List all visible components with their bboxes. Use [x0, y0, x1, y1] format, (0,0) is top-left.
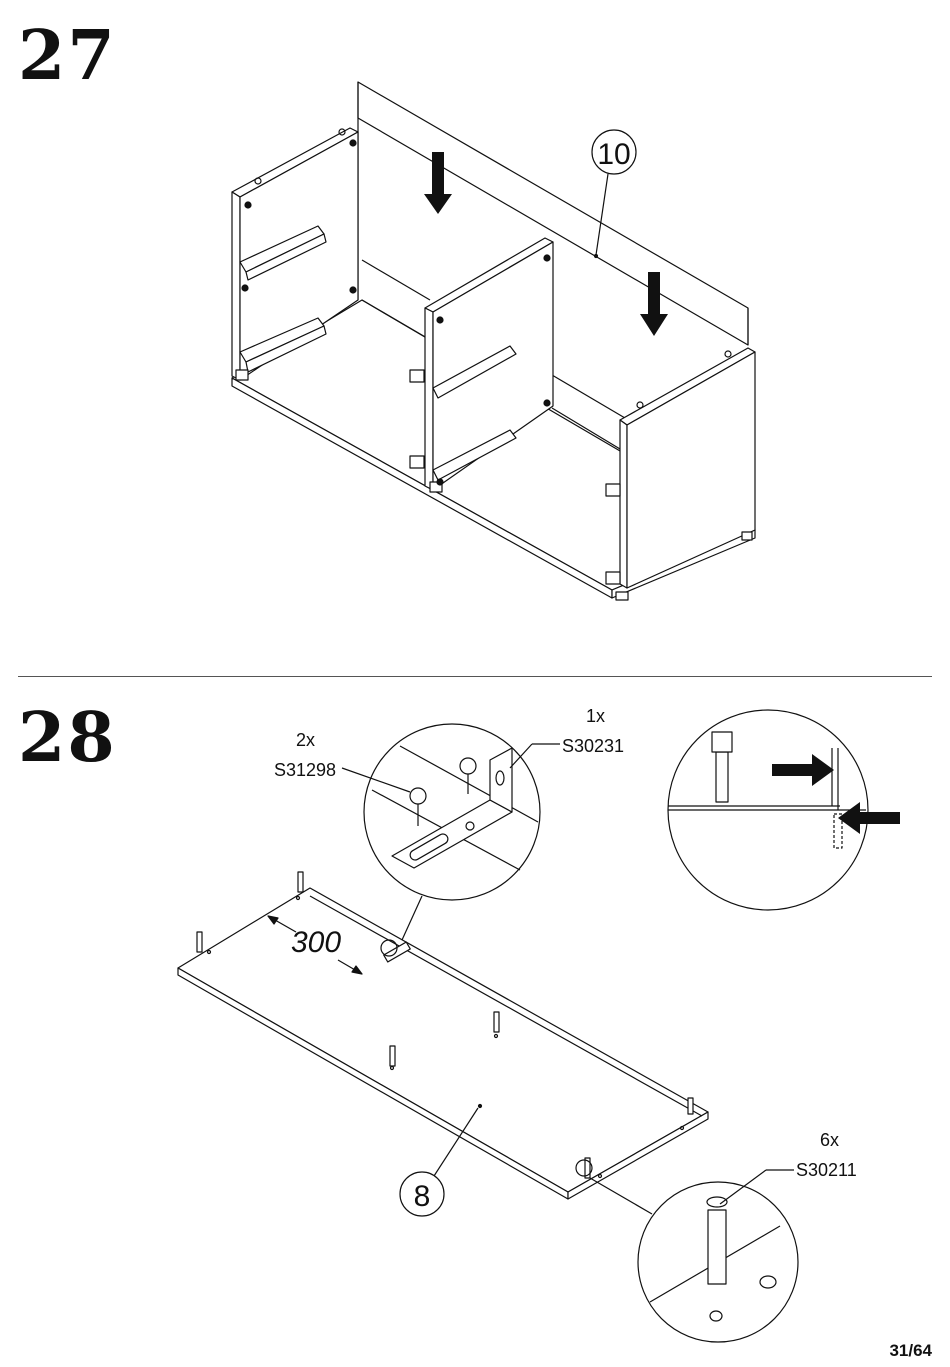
part-number-label: 8: [414, 1180, 431, 1213]
part-number-label: 10: [597, 138, 630, 171]
cabinet-carcass-drawing: [232, 82, 755, 600]
hardware-code: S30231: [562, 736, 624, 756]
hardware-label-s30211: 6x S30211: [796, 1130, 857, 1180]
hardware-qty: 1x: [586, 706, 605, 726]
dowel-detail-circle: [590, 1178, 798, 1342]
hardware-code: S31298: [274, 760, 336, 780]
hardware-qty: 6x: [820, 1130, 839, 1150]
bracket-detail-circle: [364, 724, 540, 940]
page-number: 31/64: [889, 1341, 932, 1361]
panel-8-drawing: [178, 872, 708, 1199]
hardware-label-s30231: 1x S30231: [562, 706, 624, 756]
alignment-detail-circle: [668, 710, 868, 910]
hardware-label-s31298: 2x S31298: [274, 730, 336, 780]
hardware-code: S30211: [796, 1160, 857, 1180]
hardware-qty: 2x: [296, 730, 315, 750]
dimension-label: 300: [291, 926, 341, 959]
